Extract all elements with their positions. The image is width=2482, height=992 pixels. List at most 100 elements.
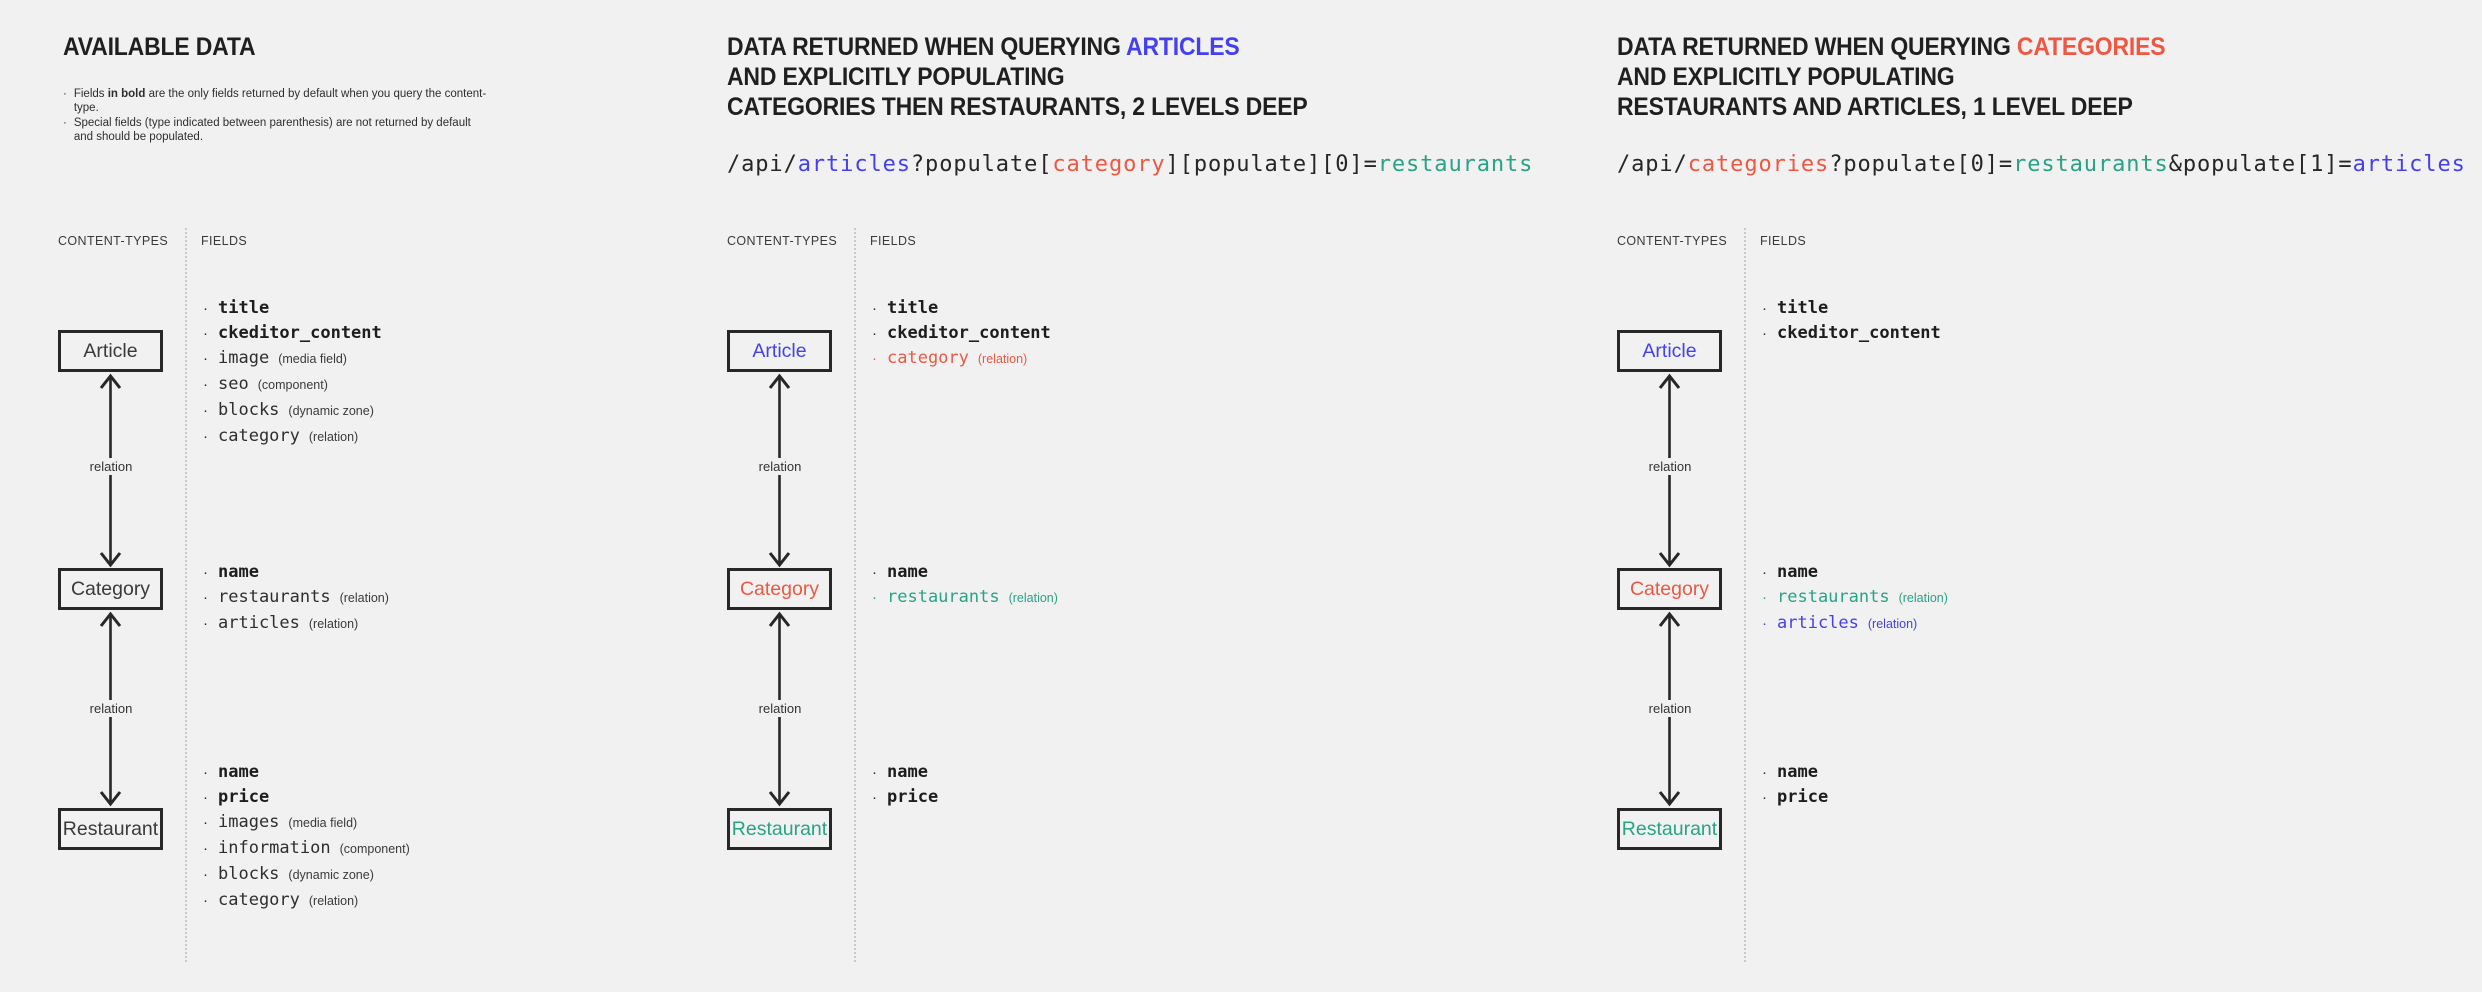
content-type-box-restaurant: Restaurant [58,808,163,850]
api-query-url: /api/categories?populate[0]=restaurants&… [1617,152,2466,177]
field-item: ·name [1762,760,1828,785]
field-item: ·ckeditor_content [203,321,382,346]
relation-label: relation [754,700,806,717]
text-segment: ?populate[ [910,152,1053,177]
text-segment: Fields [73,88,108,100]
field-type: (relation) [1008,591,1058,605]
field-name: price [218,787,270,807]
field-type: (relation) [308,617,359,631]
text-segment: ?populate[0]= [1829,152,2014,177]
field-name: name [218,762,259,782]
field-name: title [218,298,270,318]
dotted-divider [1744,228,1746,962]
field-item: ·information(component) [203,836,410,862]
field-name: name [218,562,259,582]
text-segment: DATA RETURNED WHEN QUERYING [727,33,1127,61]
panel-available-data: AVAILABLE DATA ·Fields in bold are the o… [58,0,678,992]
text-segment: Special fields (type indicated between p… [73,117,471,129]
content-type-box-article: Article [1617,330,1722,372]
text-segment: categories [1687,152,1830,177]
content-type-box-restaurant: Restaurant [1617,808,1722,850]
content-types-label: CONTENT-TYPES [1617,234,1728,248]
relation-label: relation [754,458,806,475]
relation-label: relation [1644,458,1696,475]
field-item: ·restaurants(relation) [872,585,1058,611]
field-name: restaurants [218,587,331,607]
field-item: ·category(relation) [872,346,1051,372]
bullet-icon: · [63,88,67,100]
bullet-icon: · [203,789,208,806]
note-text: Special fields (type indicated between p… [74,117,471,144]
bullet-icon: · [872,589,877,606]
fields-list-article: ·title·ckeditor_content [1762,296,1941,346]
title-line: CATEGORIES THEN RESTAURANTS, 2 LEVELS DE… [727,92,1308,122]
bullet-icon: · [63,117,67,129]
fields-list-restaurant: ·name·price [872,760,938,810]
page-title: DATA RETURNED WHEN QUERYING CATEGORIES A… [1617,32,2166,122]
title-line: AND EXPLICITLY POPULATING [727,62,1308,92]
text-segment: ][populate][0]= [1165,152,1378,177]
field-type: (media field) [278,352,347,366]
field-name: images [218,812,280,832]
fields-label: FIELDS [201,234,248,248]
notes-list: ·Fields in bold are the only fields retu… [63,88,503,146]
field-name: name [887,562,928,582]
text-segment: in bold [107,88,146,100]
title-line: AND EXPLICITLY POPULATING [1617,62,2165,92]
dotted-divider [854,228,856,962]
field-item: · price [203,785,410,810]
text-segment: AND EXPLICITLY POPULATING [727,63,1065,91]
bullet-icon: · [203,615,208,632]
fields-label: FIELDS [1760,234,1807,248]
field-name: ckeditor_content [887,323,1051,343]
fields-list-article: · title ·ckeditor_content·category(relatio… [872,296,1051,372]
text-segment: restaurants [2013,152,2169,177]
bullet-icon: · [203,325,208,342]
field-item: ·name [203,560,389,585]
field-name: price [1777,787,1829,807]
field-name: seo [218,374,249,394]
field-type: (relation) [308,430,359,444]
field-item: ·images(media field) [203,810,410,836]
title-line: DATA RETURNED WHEN QUERYING CATEGORIES [1617,32,2166,62]
relation-label: relation [85,458,137,475]
bullet-icon: · [203,428,208,445]
text-segment: /api/ [1617,152,1688,177]
bullet-icon: · [1762,325,1767,342]
field-name: name [887,762,928,782]
content-type-box-category: Category [727,568,832,610]
field-type: (dynamic zone) [288,404,374,418]
field-name: blocks [218,400,280,420]
fields-list-restaurant: · name · price · images (media field) ·informat… [203,760,410,914]
bullet-icon: · [203,589,208,606]
relation-label: relation [85,700,137,717]
bullet-icon: · [1762,789,1767,806]
field-type: (relation) [308,894,359,908]
page-title: DATA RETURNED WHEN QUERYING ARTICLES AND… [727,32,1308,122]
bullet-icon: · [203,840,208,857]
page-title: AVAILABLE DATA [63,32,256,62]
field-type: (component) [339,842,410,856]
field-item: · name [203,760,410,785]
content-types-label: CONTENT-TYPES [727,234,838,248]
bullet-icon: · [872,300,877,317]
field-name: articles [1777,613,1859,633]
title-line: DATA RETURNED WHEN QUERYING ARTICLES [727,32,1308,62]
field-type: (media field) [288,816,358,830]
fields-list-restaurant: ·name · price [1762,760,1828,810]
bullet-icon: · [203,866,208,883]
text-segment: and should be populated. [73,130,204,143]
field-item: · price [1762,785,1828,810]
field-item: ·restaurants(relation) [1762,585,1948,611]
fields-list-category: ·name·restaurants(relation)·articles(rel… [1762,560,1948,637]
field-name: title [887,298,939,318]
field-type: (dynamic zone) [288,868,374,882]
bullet-icon: · [1762,615,1767,632]
field-type: (relation) [977,352,1028,366]
field-name: articles [218,613,300,633]
text-segment: /api/ [727,152,798,177]
note-item: ·Fields in bold are the only fields retu… [63,88,503,115]
field-item: ·ckeditor_content [872,321,1051,346]
bullet-icon: · [203,764,208,781]
